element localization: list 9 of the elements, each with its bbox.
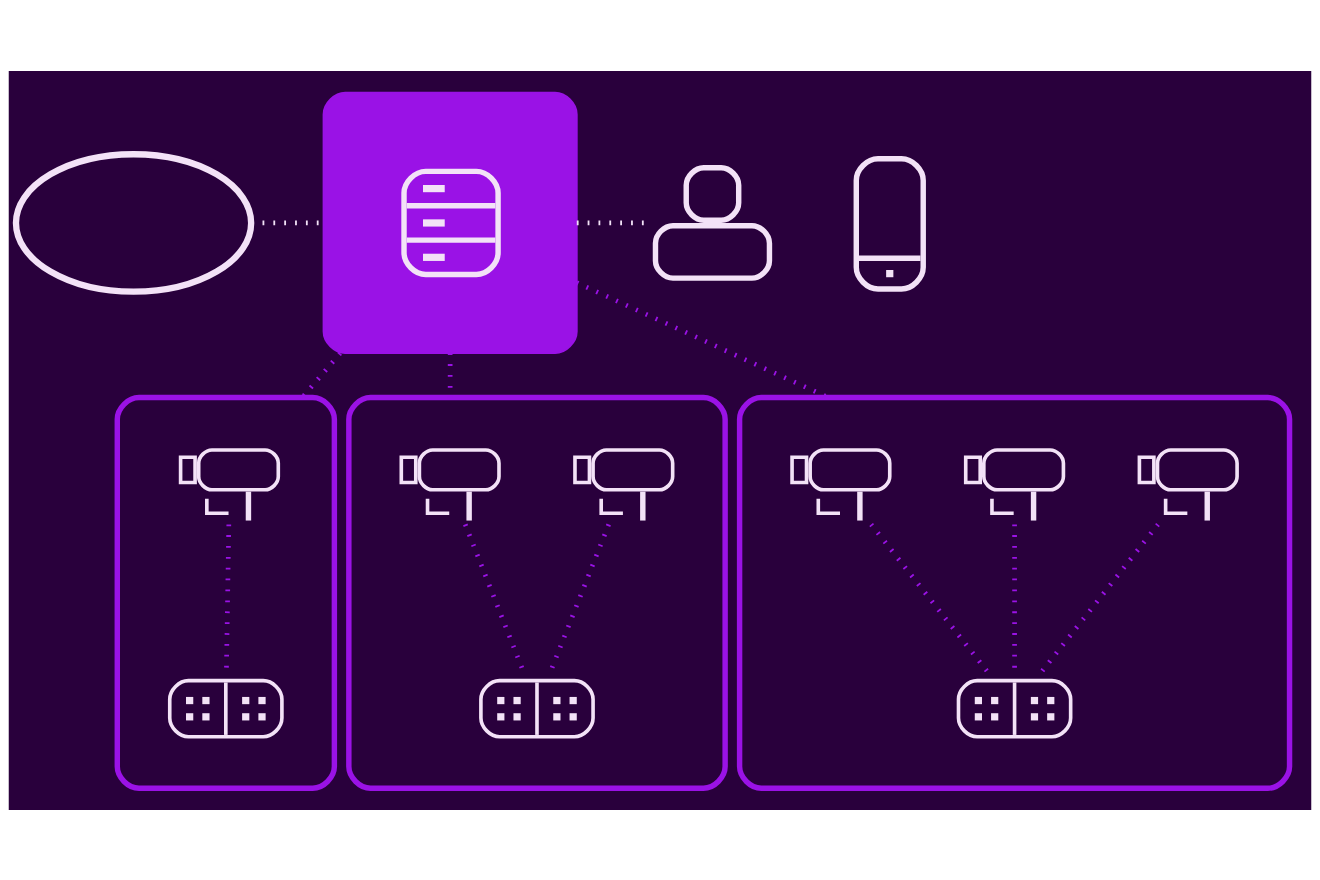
node-cloud — [12, 150, 255, 295]
cluster — [346, 394, 728, 791]
connector — [869, 522, 992, 675]
cluster — [736, 394, 1293, 791]
node-picture — [853, 155, 926, 292]
cluster — [322, 91, 578, 354]
cluster — [114, 394, 338, 791]
node-picture — [401, 168, 501, 277]
connector — [1038, 522, 1160, 675]
